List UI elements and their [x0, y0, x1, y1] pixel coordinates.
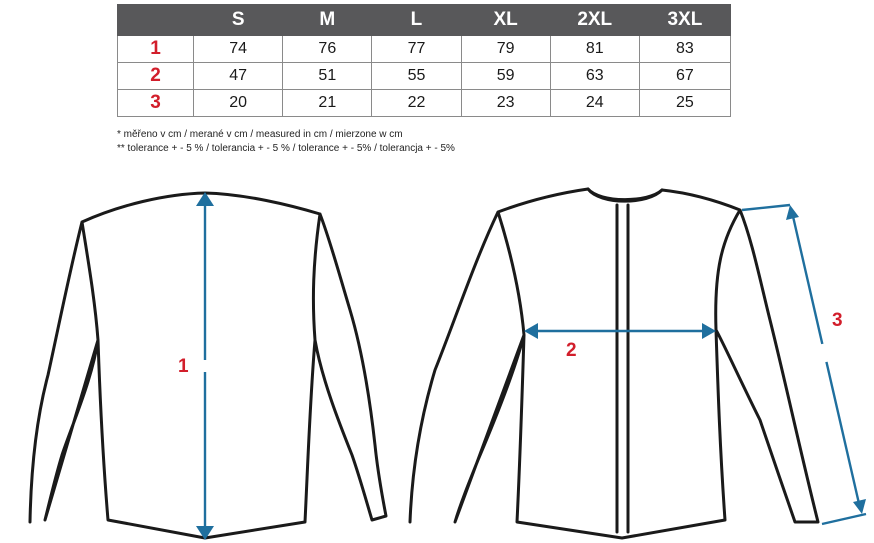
table-cell: 63 [549, 62, 640, 90]
sleeve-arrow-bottom [853, 499, 866, 514]
row-label: 2 [116, 62, 195, 90]
length-arrow-top [196, 192, 214, 206]
sleeve-measure-label: 3 [832, 310, 843, 331]
table-cell: 76 [282, 35, 373, 63]
table-cell: 47 [193, 62, 284, 90]
table-cell: 20 [193, 89, 284, 117]
header-cell-corner [116, 4, 195, 36]
sleeve-measure-line [741, 203, 867, 526]
chest-measure-line [524, 323, 716, 339]
table-cell: 55 [371, 62, 462, 90]
length-measure-line [196, 192, 214, 540]
table-cell: 23 [460, 89, 551, 117]
sleeve-arrow-top [786, 205, 799, 220]
table-row: 2 47 51 55 59 63 67 [116, 62, 732, 90]
header-cell-xl: XL [460, 4, 551, 36]
measurement-unit-note: * měřeno v cm / merané v cm / measured i… [117, 129, 403, 140]
chest-arrow-right [702, 323, 716, 339]
length-arrow-bottom [196, 526, 214, 540]
front-body-outline [408, 187, 820, 540]
table-cell: 25 [638, 89, 732, 117]
back-body-outline [28, 191, 388, 540]
collar-outline [586, 187, 664, 202]
length-measure-label: 1 [178, 356, 189, 377]
garment-front-view [408, 187, 820, 540]
row-label: 1 [116, 35, 195, 63]
header-cell-2xl: 2XL [549, 4, 640, 36]
chest-measure-label: 2 [566, 340, 577, 361]
table-cell: 59 [460, 62, 551, 90]
table-cell: 67 [638, 62, 732, 90]
table-cell: 81 [549, 35, 640, 63]
tolerance-note: ** tolerance + - 5 % / tolerancia + - 5 … [117, 143, 455, 154]
table-cell: 22 [371, 89, 462, 117]
chest-arrow-left [524, 323, 538, 339]
size-table: S M L XL 2XL 3XL 1 74 76 77 79 81 83 2 4… [116, 4, 732, 117]
header-cell-3xl: 3XL [638, 4, 732, 36]
garment-back-view [28, 191, 388, 540]
table-row: 3 20 21 22 23 24 25 [116, 89, 732, 117]
table-header-row: S M L XL 2XL 3XL [116, 4, 732, 36]
table-cell: 77 [371, 35, 462, 63]
table-cell: 24 [549, 89, 640, 117]
header-cell-m: M [282, 4, 373, 36]
